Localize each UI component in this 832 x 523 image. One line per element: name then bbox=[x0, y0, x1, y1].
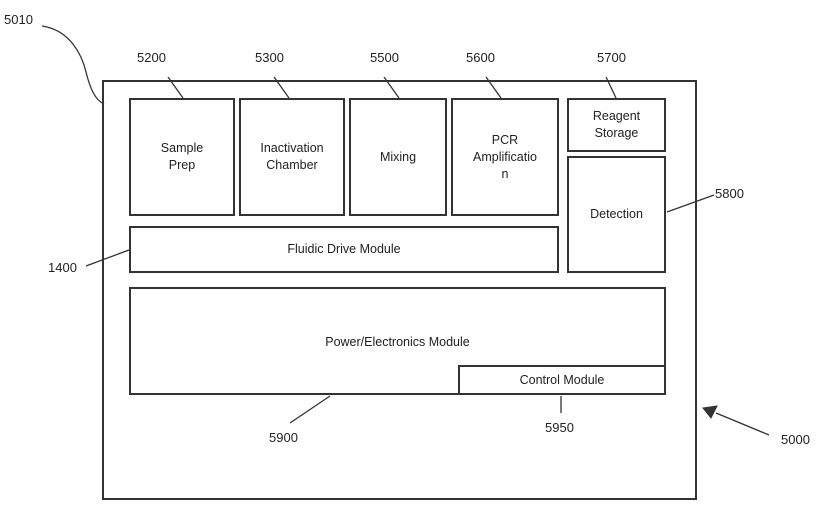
leader-5500 bbox=[383, 76, 400, 99]
leader-5200 bbox=[167, 76, 184, 99]
arrowhead-5000 bbox=[702, 405, 718, 419]
ref-5500: 5500 bbox=[370, 50, 399, 65]
detection-box: Detection bbox=[567, 156, 666, 273]
fluidic-drive-module-box: Fluidic Drive Module bbox=[129, 226, 559, 273]
ref-5000: 5000 bbox=[781, 432, 810, 447]
ref-1400: 1400 bbox=[48, 260, 77, 275]
detection-label: Detection bbox=[590, 207, 643, 221]
inactivation-chamber-box: Inactivation Chamber bbox=[239, 98, 345, 216]
leader-1400 bbox=[85, 249, 130, 267]
ref-5010: 5010 bbox=[4, 12, 33, 27]
reagent-storage-box: Reagent Storage bbox=[567, 98, 666, 152]
ref-5300: 5300 bbox=[255, 50, 284, 65]
leader-5300 bbox=[273, 76, 290, 99]
leader-5010 bbox=[41, 25, 105, 105]
control-module-box: Control Module bbox=[458, 365, 666, 395]
pcr-amplification-box: PCR Amplificatio n bbox=[451, 98, 559, 216]
inactivation-chamber-label: Inactivation Chamber bbox=[260, 141, 324, 172]
leader-5800 bbox=[666, 194, 715, 213]
leader-5900 bbox=[289, 395, 331, 424]
ref-5600: 5600 bbox=[466, 50, 495, 65]
ref-5200: 5200 bbox=[137, 50, 166, 65]
leader-5600 bbox=[485, 76, 502, 99]
pcr-amplification-label: PCR Amplificatio n bbox=[473, 132, 537, 181]
reagent-storage-label: Reagent Storage bbox=[592, 109, 641, 140]
sample-prep-label: Sample Prep bbox=[160, 141, 204, 172]
mixing-box: Mixing bbox=[349, 98, 447, 216]
sample-prep-box: Sample Prep bbox=[129, 98, 235, 216]
mixing-label: Mixing bbox=[379, 149, 417, 164]
ref-5800: 5800 bbox=[715, 186, 744, 201]
power-electronics-module-label: Power/Electronics Module bbox=[325, 334, 470, 349]
ref-5950: 5950 bbox=[545, 420, 574, 435]
ref-5900: 5900 bbox=[269, 430, 298, 445]
leader-5700 bbox=[605, 76, 617, 99]
ref-5700: 5700 bbox=[597, 50, 626, 65]
fluidic-drive-module-label: Fluidic Drive Module bbox=[287, 242, 401, 256]
control-module-label: Control Module bbox=[519, 372, 605, 387]
leader-5000 bbox=[715, 412, 770, 436]
